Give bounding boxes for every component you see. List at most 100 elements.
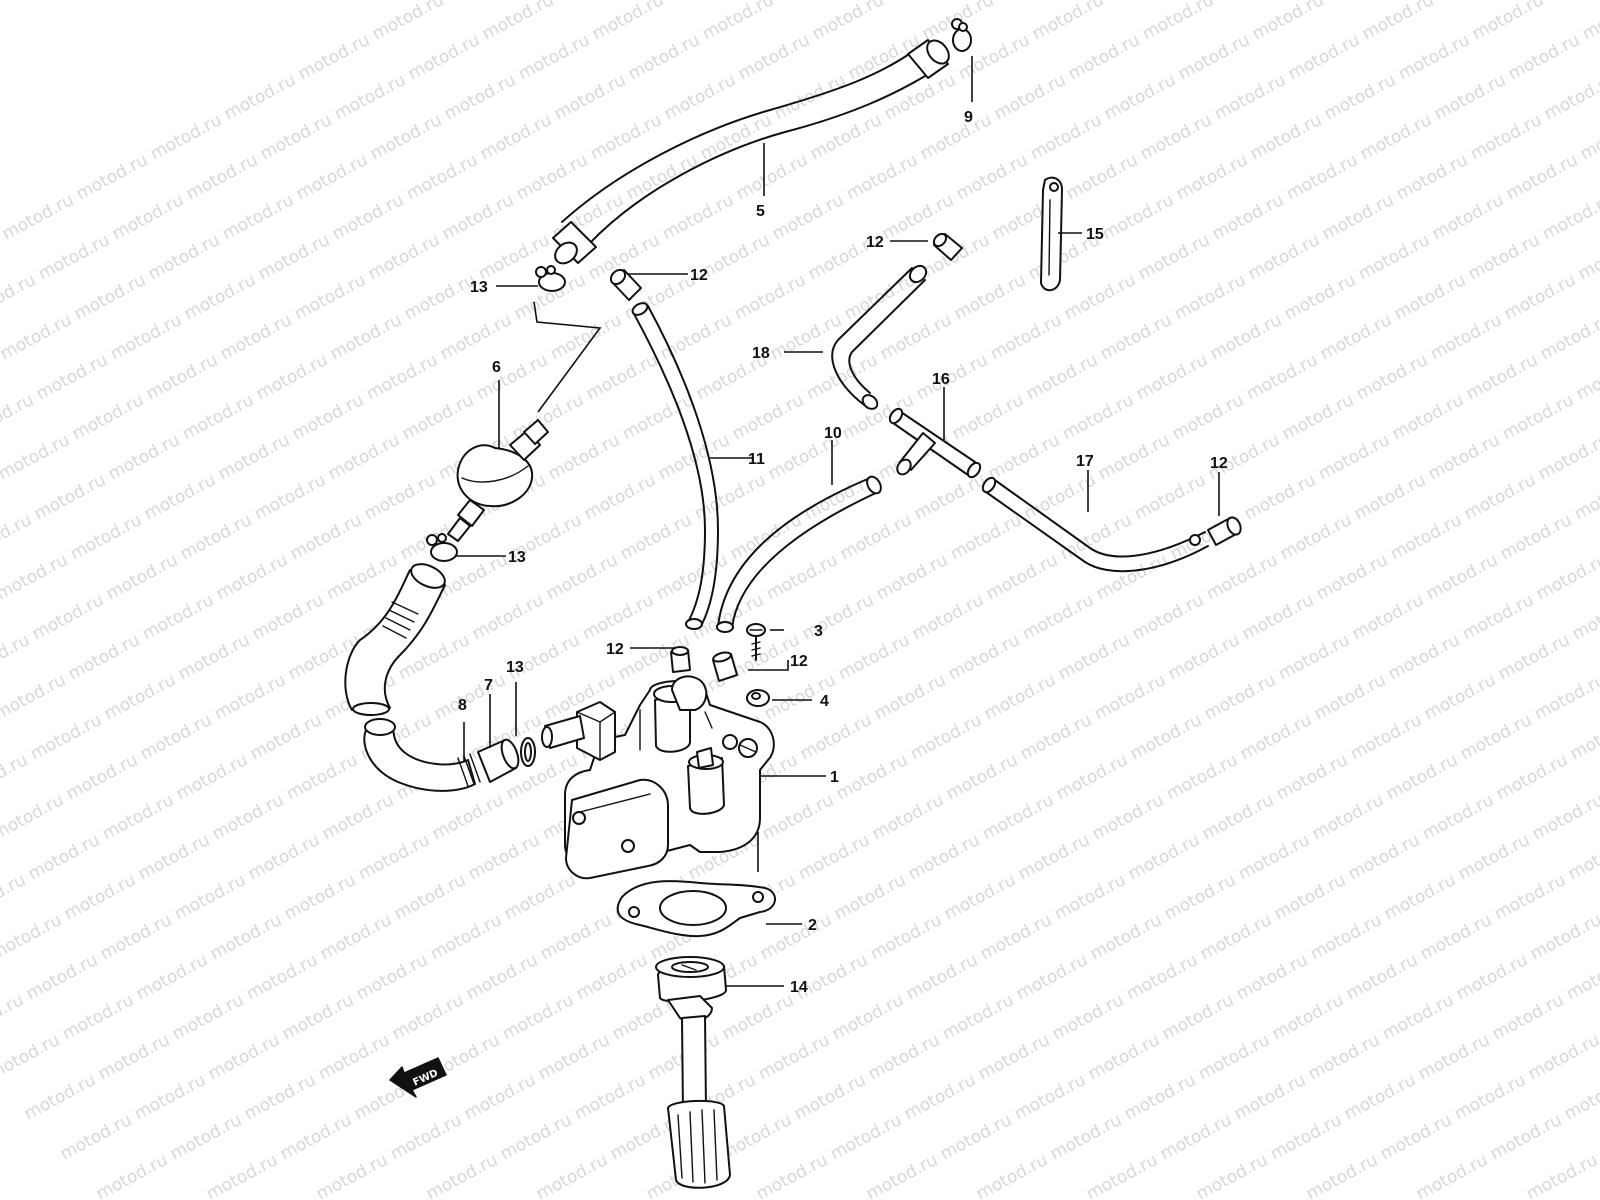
watermark-text: motod.ru [797,710,875,764]
watermark-text: motod.ru [213,550,291,604]
watermark-text: motod.ru [131,1070,209,1124]
watermark-text: motod.ru [427,910,505,964]
watermark-text: motod.ru [1055,630,1133,684]
watermark-text: motod.ru [1211,70,1289,124]
watermark-text: motod.ru [497,1110,575,1164]
watermark-text: motod.ru [1275,630,1353,684]
watermark-text: motod.ru [843,150,921,204]
watermark-text: motod.ru [1573,350,1600,404]
watermark-text: motod.ru [901,1070,979,1124]
watermark-text: motod.ru [571,1070,649,1124]
watermark-text: motod.ru [1171,270,1249,324]
watermark-text: motod.ru [755,1030,833,1084]
watermark-text: motod.ru [543,550,621,604]
watermark-text: motod.ru [369,0,447,44]
watermark-text: motod.ru [809,0,887,44]
valve-6 [447,419,549,542]
watermark-text: motod.ru [1311,670,1389,724]
watermark-text: motod.ru [699,0,777,44]
watermark-text: motod.ru [987,310,1065,364]
watermark-text: motod.ru [1541,70,1600,124]
watermark-text: motod.ru [553,0,631,4]
watermark-text: motod.ru [795,830,873,884]
watermark-text: motod.ru [909,590,987,644]
washer-4 [746,689,770,707]
callout-16: 16 [932,371,950,388]
assembly-leader [533,301,602,413]
watermark-text: motod.ru [1281,270,1359,324]
watermark-text: motod.ru [183,150,261,204]
watermark-text: motod.ru [1343,950,1421,1004]
clip-13-upper [535,265,566,292]
oring-13-lower [520,737,536,767]
callout-6: 6 [492,359,501,376]
watermark-text: motod.ru [1453,950,1531,1004]
watermark-text: motod.ru [623,150,701,204]
screw-3 [746,623,766,661]
watermark-text: motod.ru [145,230,223,284]
watermark-text: motod.ru [1131,470,1209,524]
watermark-text: motod.ru [441,70,519,124]
watermark-text: motod.ru [431,670,509,724]
watermark-text: motod.ru [1027,110,1105,164]
watermark-text: motod.ru [1139,0,1217,44]
watermark-text: motod.ru [249,590,327,644]
watermark-text: motod.ru [401,270,479,324]
watermark-text: motod.ru [25,830,103,884]
watermark-text: motod.ru [515,30,593,84]
callout-10: 10 [824,425,842,442]
callout-18: 18 [752,345,770,362]
watermark-text: motod.ru [1193,1150,1271,1200]
callout-4: 4 [820,693,829,710]
watermark-text: motod.ru [1127,710,1205,764]
watermark-text: motod.ru [939,990,1017,1044]
watermark-text: motod.ru [1091,670,1169,724]
watermark-text: motod.ru [883,0,961,4]
watermark-text: motod.ru [251,470,329,524]
watermark-text: motod.ru [1529,790,1600,844]
watermark-text: motod.ru [59,990,137,1044]
watermark-text: motod.ru [1379,990,1457,1044]
watermark-text: motod.ru [945,630,1023,684]
watermark-text: motod.ru [135,830,213,884]
watermark-text: motod.ru [255,230,333,284]
watermark-text: motod.ru [1017,710,1095,764]
watermark-text: motod.ru [319,790,397,844]
watermark-text: motod.ru [1137,110,1215,164]
watermark-text: motod.ru [1423,550,1501,604]
watermark-text: motod.ru [327,310,405,364]
watermark-text: motod.ru [1309,790,1387,844]
watermark-text: motod.ru [1161,870,1239,924]
watermark-text: motod.ru [1303,1150,1381,1200]
watermark-text: motod.ru [105,430,183,484]
watermark-text: motod.ru [1249,0,1327,44]
watermark-text: motod.ru [729,390,807,444]
watermark-text: motod.ru [1527,910,1600,964]
watermark-text: motod.ru [295,30,373,84]
watermark-text: motod.ru [1157,1110,1235,1164]
watermark-text: motod.ru [355,830,433,884]
watermark-text: motod.ru [1305,1030,1383,1084]
callout-5: 5 [756,203,765,220]
watermark-text: motod.ru [953,150,1031,204]
watermark-text: motod.ru [1243,350,1321,404]
watermark-text: motod.ru [405,30,483,84]
watermark-text: motod.ru [993,0,1071,4]
watermark-text: motod.ru [1489,990,1567,1044]
watermark-text: motod.ru [1203,550,1281,604]
watermark-text: motod.ru [1169,390,1247,444]
watermark-text: motod.ru [871,670,949,724]
watermark-text: motod.ru [1455,830,1533,884]
watermark-text: motod.ru [1123,950,1201,1004]
watermark-text: motod.ru [1391,270,1469,324]
watermark-text: motod.ru [867,910,945,964]
watermark-text: motod.ru [1087,910,1165,964]
watermark-text: motod.ru [469,590,547,644]
callout-17: 17 [1076,453,1094,470]
watermark-text: motod.ru [1451,1070,1529,1124]
watermark-text: motod.ru [1395,30,1473,84]
watermark-text: motod.ru [829,990,907,1044]
watermark-text: motod.ru [547,310,625,364]
